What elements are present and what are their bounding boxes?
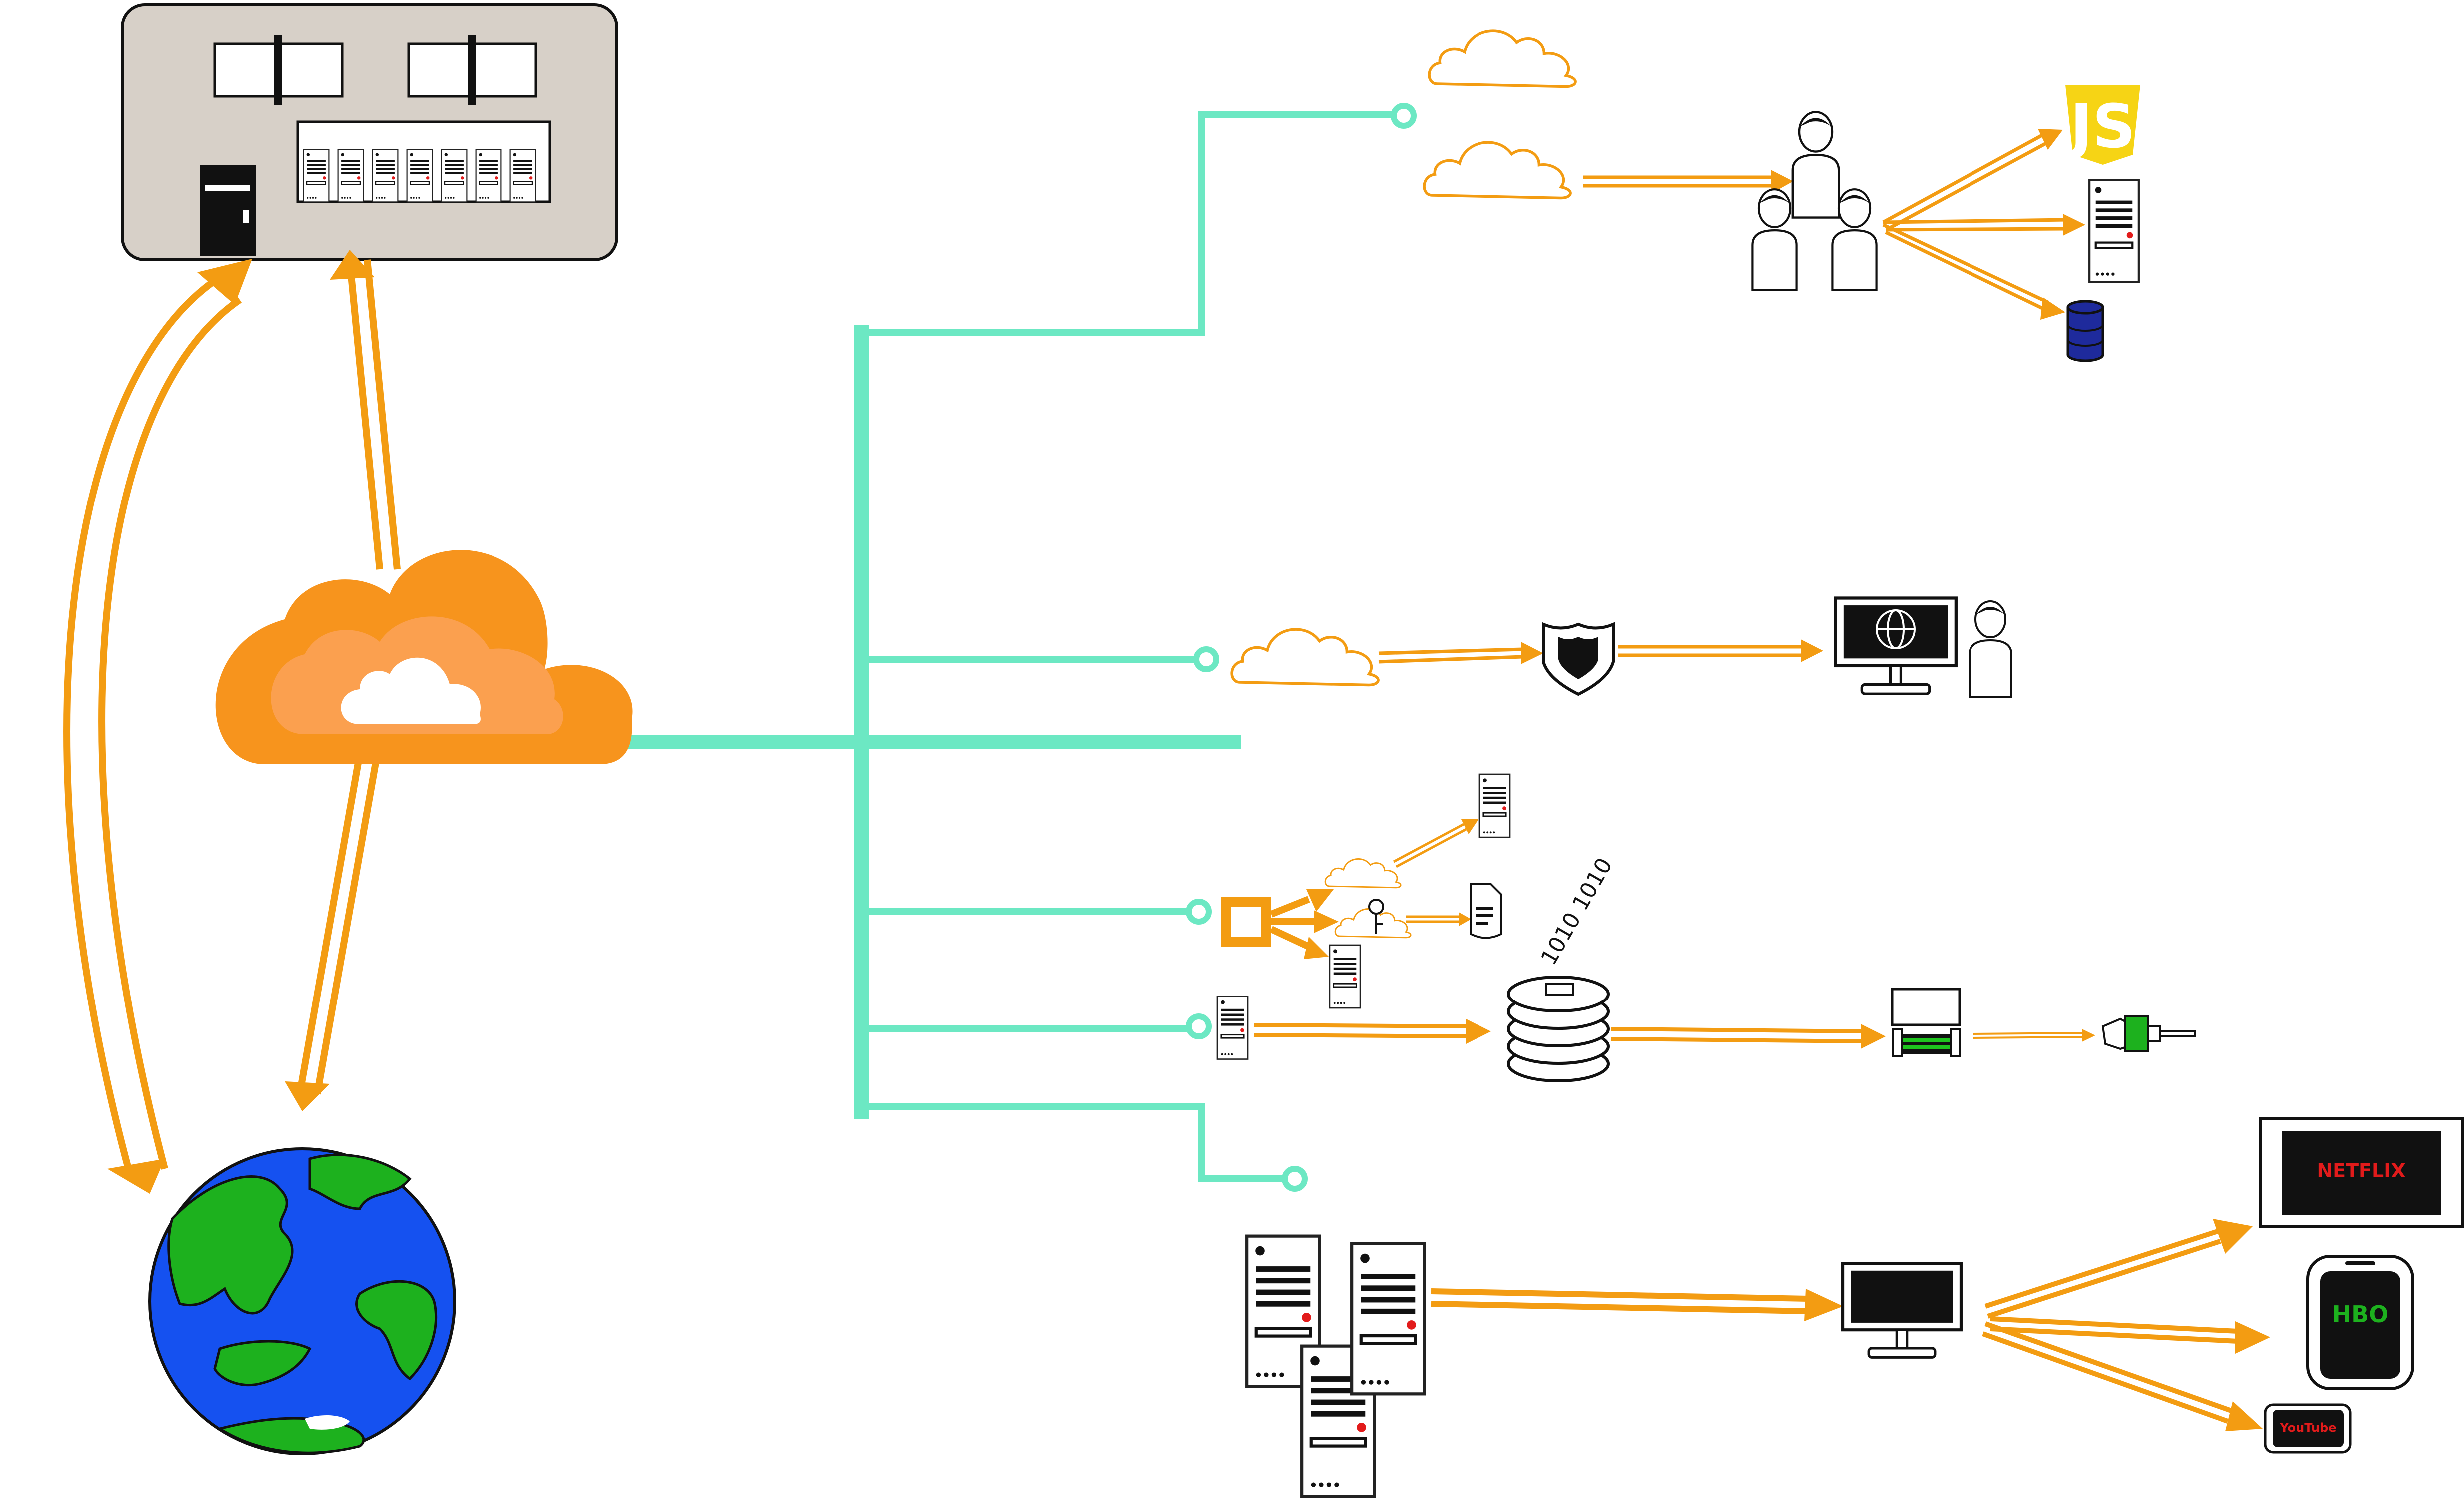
rack-units	[303, 149, 536, 203]
netflix-label: NETFLIX	[2317, 1160, 2405, 1182]
robot-hand-icon[interactable]	[2101, 1015, 2196, 1052]
big-arrowheads	[107, 250, 375, 1194]
arrow-terminal-hand	[1972, 1029, 2095, 1042]
branch-streaming	[858, 1103, 1290, 1182]
cloud-platform-icon[interactable]	[215, 550, 633, 764]
node-storage[interactable]	[1186, 899, 1212, 925]
key-icon[interactable]	[1368, 899, 1384, 934]
arrow-cloud-server	[1393, 819, 1478, 868]
node-streaming[interactable]	[1282, 1166, 1308, 1192]
user-icon[interactable]	[1970, 601, 2011, 697]
arrow-shield-monitor	[1618, 639, 1823, 662]
phone-icon[interactable]: YouTube	[2264, 1403, 2352, 1454]
terminal-icon[interactable]	[1891, 988, 1961, 1057]
arrows-monitor-devices	[1982, 1219, 2270, 1431]
branch-top	[858, 111, 1397, 336]
cloud-outline-icon[interactable]	[1232, 629, 1378, 685]
node-top[interactable]	[1391, 103, 1417, 129]
branch-data-pipeline: 1010 1010	[1216, 854, 2196, 1082]
database-icon[interactable]	[2066, 300, 2104, 362]
globe-icon[interactable]	[148, 1147, 456, 1455]
cloud-outline-icon[interactable]	[1324, 858, 1402, 889]
monitor-icon[interactable]	[1843, 1264, 1961, 1358]
node-compute[interactable]	[1186, 1013, 1212, 1039]
arrow-cloud-users	[1583, 170, 1793, 194]
branch-storage-access	[1221, 773, 1511, 1009]
arrow-disks-terminal	[1610, 1024, 1886, 1049]
js-badge-label: JS	[2066, 92, 2135, 162]
user-group-icon[interactable]	[1752, 112, 1876, 290]
cloud-outline-icon[interactable]	[1424, 142, 1570, 198]
server-tower-icon[interactable]	[1352, 1244, 1425, 1394]
connector-tree	[610, 103, 1417, 1192]
branch-web-services: JS	[1424, 31, 2140, 362]
branch-media-streaming: NETFLIX HBO YouTube	[1247, 1117, 2464, 1496]
gateway-box[interactable]	[1221, 897, 1271, 947]
monitor-icon[interactable]	[1835, 598, 1956, 694]
youtube-label: YouTube	[2279, 1421, 2336, 1435]
disk-stack-icon[interactable]	[1507, 976, 1610, 1082]
hbo-label: HBO	[2332, 1301, 2389, 1328]
branch-secure-access	[1232, 598, 2011, 698]
arrow-server-disks	[1253, 1019, 1491, 1044]
binary-data-icon: 1010 1010	[1536, 854, 1617, 970]
javascript-badge[interactable]: JS	[2065, 85, 2140, 165]
datacenter-building-icon[interactable]	[121, 3, 618, 261]
server-tower-icon[interactable]	[2089, 180, 2139, 282]
server-tower-icon[interactable]	[1216, 996, 1249, 1060]
shield-icon[interactable]	[1542, 622, 1615, 696]
arrow-servers-monitor	[1431, 1288, 1843, 1321]
globe-screen-icon	[1876, 609, 1916, 649]
arrow-cloud-shield	[1378, 642, 1543, 664]
server-tower-icon[interactable]	[1478, 773, 1511, 838]
arrows-users-fanout	[1882, 129, 2085, 320]
cloud-outline-icon[interactable]	[1429, 31, 1575, 86]
server-tower-icon[interactable]	[1329, 944, 1361, 1009]
tablet-icon[interactable]: HBO	[2306, 1255, 2414, 1390]
datacenter-globe-arrows	[63, 259, 401, 1175]
gateway-arrows	[1270, 889, 1339, 959]
tv-icon[interactable]: NETFLIX	[2259, 1117, 2464, 1228]
document-icon[interactable]	[1470, 883, 1502, 939]
arrow-cloud-document	[1406, 912, 1471, 926]
node-access[interactable]	[1193, 646, 1219, 672]
